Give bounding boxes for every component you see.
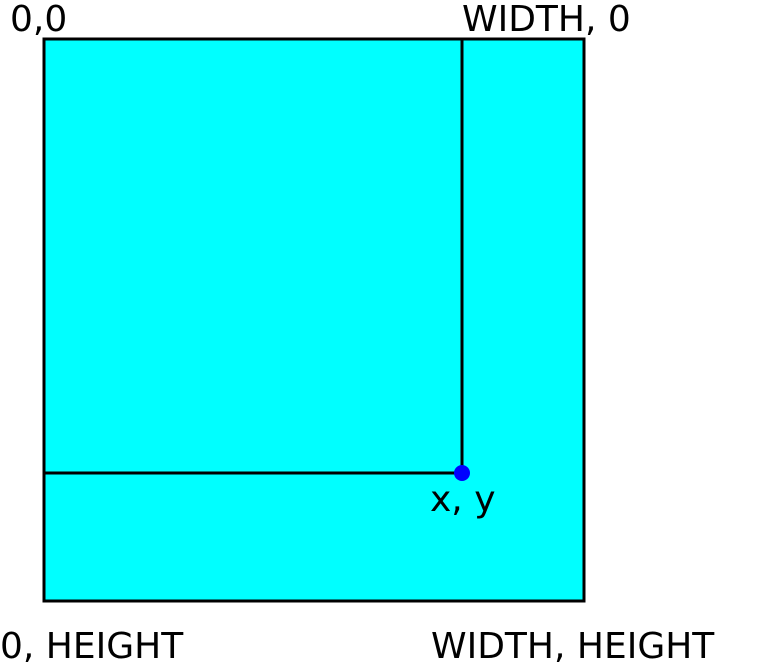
bottom-right-label: WIDTH, HEIGHT [431,626,715,666]
origin-label: 0,0 [10,0,67,40]
point-label: x, y [430,479,496,520]
top-right-label: WIDTH, 0 [462,0,631,40]
canvas-rectangle [42,37,586,603]
point-marker [454,465,470,481]
bottom-left-label: 0, HEIGHT [0,626,184,666]
